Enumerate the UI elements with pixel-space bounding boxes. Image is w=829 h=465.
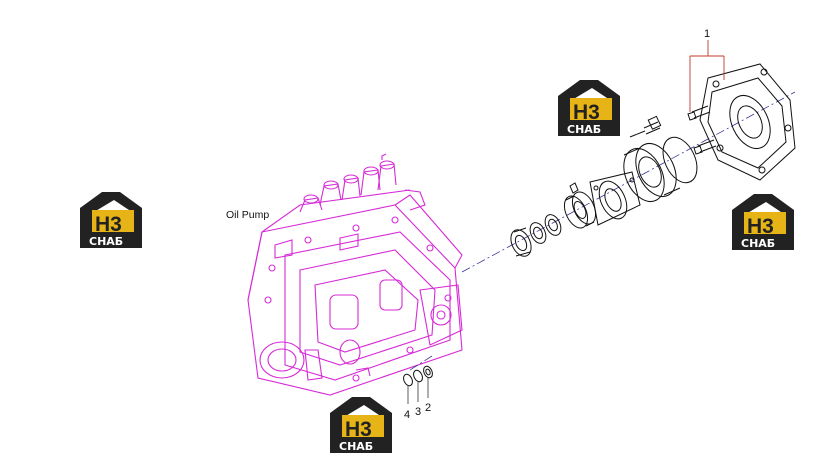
pump-cover [687,63,796,181]
watermark-letters: H3 [95,213,122,236]
flange-plate [589,171,641,226]
oil-pump-body [247,153,463,396]
part-title: Oil Pump [226,209,269,221]
watermark-letters: H3 [345,418,372,441]
watermark-logo: H3 СНАБ [80,192,142,248]
watermark-logo: H3 СНАБ [330,397,392,453]
bolt [629,115,662,138]
leader-lines [409,355,433,371]
callout-1: 1 [704,28,710,40]
callout-4: 4 [404,409,410,421]
watermark-subtext: СНАБ [741,237,775,250]
exploded-parts [403,63,796,387]
watermark-subtext: СНАБ [339,440,373,453]
seal-ring [510,227,532,257]
washers-nut [403,365,433,387]
watermark-subtext: СНАБ [567,123,601,136]
watermark-logo: H3 СНАБ [732,194,794,250]
assembly-axis [461,91,796,273]
gasket [662,136,698,184]
callout-2: 2 [425,402,431,414]
leader-1 [689,40,725,112]
watermark-letters: H3 [573,101,600,124]
watermark-letters: H3 [747,215,774,238]
watermark-subtext: СНАБ [89,235,123,248]
watermark-logo: H3 СНАБ [558,80,620,136]
bearing [563,191,597,229]
callout-3: 3 [415,406,421,418]
drive-hub [623,143,681,202]
